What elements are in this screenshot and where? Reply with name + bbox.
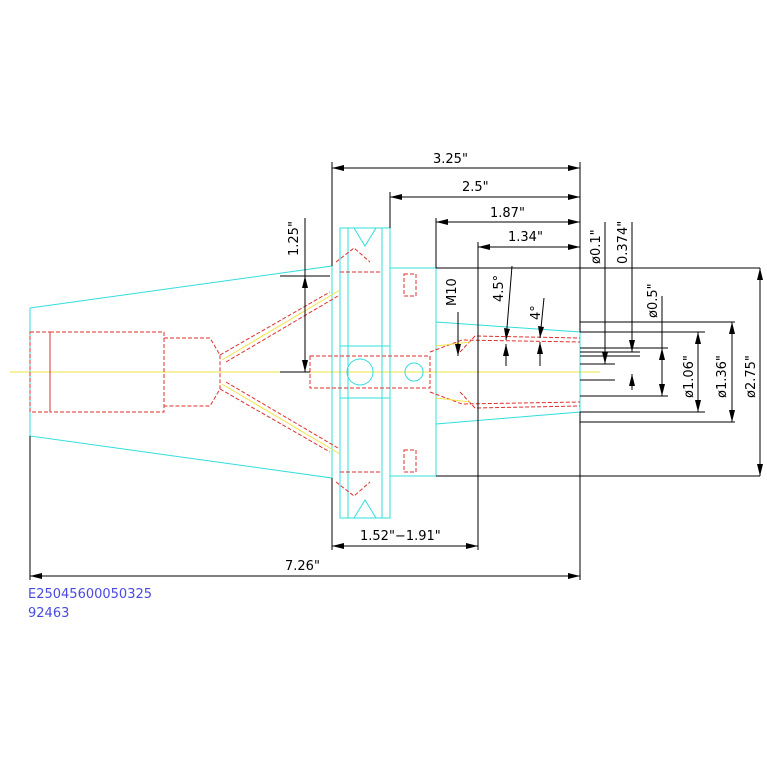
dimension-lines: [30, 165, 763, 579]
thread-label: M10: [445, 278, 460, 306]
dim-label-1-87: 1.87": [490, 206, 525, 221]
dia-label-0-5: ø0.5": [646, 283, 661, 318]
extension-lines: [29, 162, 760, 580]
dim-label-2-5: 2.5": [462, 180, 489, 195]
part-number: 92463: [28, 606, 69, 621]
dia-label-2-75: ø2.75": [744, 355, 759, 398]
dim-label-3-25: 3.25": [433, 152, 468, 167]
hidden-lines: [29, 247, 581, 497]
dia-label-1-06: ø1.06": [682, 355, 697, 398]
inner-lines: [221, 289, 471, 455]
dia-label-1-36: ø1.36": [715, 355, 730, 398]
part-code: E25045600050325: [28, 587, 152, 602]
dia-label-0-374: 0.374": [616, 221, 631, 264]
dia-label-0-1: ø0.1": [589, 229, 604, 264]
angle-label-4-5: 4.5°: [492, 275, 507, 302]
angle-label-4: 4°: [529, 305, 544, 320]
dim-label-1-34: 1.34": [508, 230, 543, 245]
dim-label-range: 1.52"−1.91": [360, 529, 441, 544]
dim-label-7-26: 7.26": [285, 559, 320, 574]
tool-holder-outline: [29, 227, 581, 519]
dim-label-1-25: 1.25": [287, 221, 302, 256]
dimension-labels: 3.25" 2.5" 1.87" 1.34" 1.25" M10 4.5° 4°…: [285, 152, 759, 574]
